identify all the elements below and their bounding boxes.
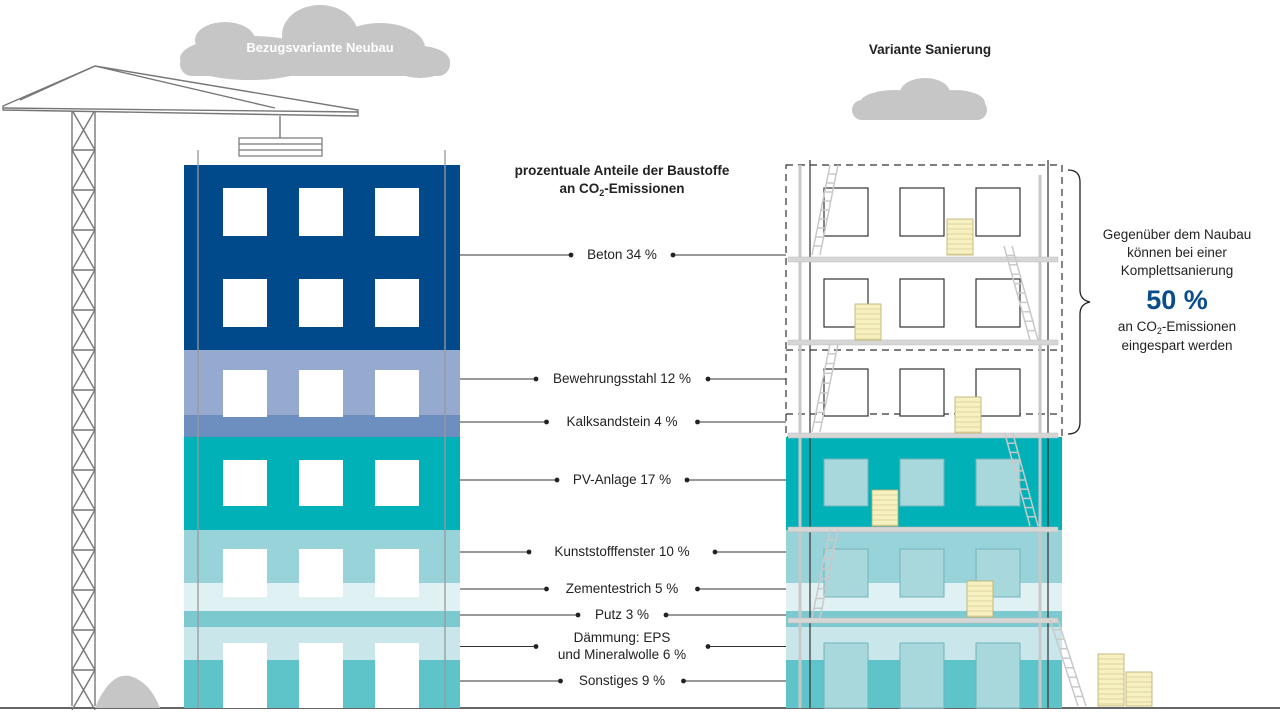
- ladder-icon: [811, 164, 839, 256]
- center-title-line2: an CO2-Emissionen: [559, 181, 684, 198]
- savings-line2: können bei einer: [1127, 245, 1227, 260]
- window-icon: [899, 548, 945, 598]
- window-icon: [899, 187, 945, 237]
- sand-pile-icon: [95, 675, 160, 708]
- neubau-title: Bezugsvariante Neubau: [246, 40, 393, 55]
- cloud-sanierung-icon: [852, 78, 987, 120]
- savings-line5: an CO2-Emissionen: [1118, 319, 1236, 336]
- ladder-icon: [1049, 619, 1087, 707]
- window-icon: [823, 642, 869, 709]
- center-title-line1: prozentuale Anteile der Baustoffe: [515, 163, 730, 178]
- material-label-line2: und Mineralwolle 6 %: [558, 647, 686, 662]
- savings-line6: eingespart werden: [1121, 338, 1232, 353]
- new-building-band-2: [184, 415, 460, 437]
- window-icon: [975, 458, 1021, 507]
- window-icon: [899, 642, 945, 709]
- material-label: Zementestrich 5 %: [566, 581, 679, 596]
- crane-icon: [2, 65, 359, 711]
- window-icon: [299, 549, 343, 597]
- window-icon: [975, 278, 1021, 328]
- window-icon: [375, 279, 419, 327]
- window-icon: [223, 188, 267, 236]
- window-icon: [375, 460, 419, 506]
- ladder-icon: [811, 343, 839, 433]
- crate-icon: [946, 218, 974, 256]
- ladder-icon: [811, 529, 839, 619]
- crate-icon: [966, 580, 994, 618]
- sanierung-title: Variante Sanierung: [869, 42, 991, 57]
- ladder-icon: [1003, 245, 1039, 341]
- crate-stack-icon: [1097, 653, 1153, 707]
- savings-brace: [1067, 169, 1091, 435]
- window-icon: [375, 370, 419, 417]
- window-icon: [299, 279, 343, 327]
- window-icon: [299, 643, 343, 708]
- window-icon: [823, 548, 869, 598]
- window-icon: [375, 549, 419, 597]
- window-icon: [899, 368, 945, 417]
- material-label: Putz 3 %: [595, 607, 649, 622]
- material-label: Sonstiges 9 %: [579, 673, 665, 688]
- window-icon: [823, 368, 869, 417]
- cloud-neubau-icon: [180, 5, 450, 80]
- renovated-building: [785, 160, 1087, 709]
- window-icon: [823, 458, 869, 507]
- window-icon: [375, 188, 419, 236]
- new-building-band-6: [184, 611, 460, 627]
- window-icon: [899, 458, 945, 507]
- window-icon: [223, 549, 267, 597]
- savings-line1: Gegenüber dem Naubau: [1103, 227, 1252, 242]
- window-icon: [975, 642, 1021, 709]
- crane-load-icon: [238, 137, 323, 157]
- window-icon: [223, 370, 267, 417]
- crate-icon: [1125, 671, 1153, 707]
- ladder-icon: [1004, 433, 1039, 527]
- window-icon: [299, 460, 343, 506]
- window-icon: [223, 279, 267, 327]
- crate-icon: [871, 489, 899, 527]
- material-labels: Beton 34 % Bewehrungsstahl 12 % Kalksandst…: [460, 247, 786, 688]
- window-icon: [899, 278, 945, 328]
- material-label: Dämmung: EPS: [574, 630, 671, 645]
- material-label: PV-Anlage 17 %: [573, 472, 671, 487]
- crate-icon: [1097, 653, 1125, 707]
- new-building: [184, 150, 460, 708]
- window-icon: [223, 460, 267, 506]
- savings-line3: Komplettsanierung: [1121, 263, 1234, 278]
- material-label: Kunststofffenster 10 %: [554, 544, 689, 559]
- savings-value: 50 %: [1146, 285, 1208, 315]
- crate-icon: [954, 396, 982, 434]
- window-icon: [823, 187, 869, 237]
- window-icon: [975, 368, 1021, 417]
- window-icon: [975, 187, 1021, 237]
- window-icon: [299, 370, 343, 417]
- material-label: Bewehrungsstahl 12 %: [553, 371, 691, 386]
- window-icon: [299, 188, 343, 236]
- window-icon: [375, 643, 419, 708]
- crate-icon: [854, 303, 882, 341]
- material-label: Beton 34 %: [587, 247, 657, 262]
- material-label: Kalksandstein 4 %: [566, 414, 677, 429]
- window-icon: [223, 643, 267, 708]
